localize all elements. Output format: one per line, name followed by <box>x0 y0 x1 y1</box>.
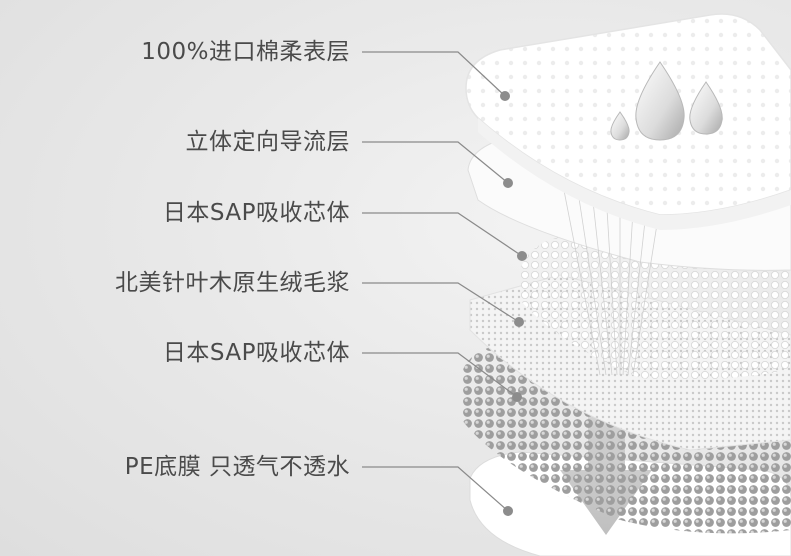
large-drop-icon <box>635 61 685 141</box>
marker-dot-sap-core-2 <box>512 392 522 402</box>
leader-line-pulp-layer <box>362 282 520 323</box>
marker-dot-pulp-layer <box>514 317 524 327</box>
leader-line-sap-core-1 <box>362 212 523 257</box>
top-sheet-layer <box>465 13 791 230</box>
leader-lines <box>362 51 523 512</box>
leader-line-top-sheet <box>362 51 506 97</box>
label-pe-backsheet: PE底膜 只透气不透水 <box>124 454 350 480</box>
sap-core-1-layer <box>520 235 791 381</box>
leader-line-sap-core-2 <box>362 352 518 398</box>
marker-dot-top-sheet <box>500 91 510 101</box>
medium-drop-icon <box>689 81 723 135</box>
label-sap-core-2: 日本SAP吸收芯体 <box>162 340 350 366</box>
water-drops <box>610 61 723 141</box>
marker-dot-pe-backsheet <box>503 506 513 516</box>
label-pulp-layer: 北美针叶木原生绒毛浆 <box>115 270 350 296</box>
label-sap-core-1: 日本SAP吸收芯体 <box>162 200 350 226</box>
label-top-sheet: 100%进口棉柔表层 <box>141 39 350 65</box>
leader-line-acquisition-layer <box>362 141 509 184</box>
marker-dots <box>500 91 527 516</box>
marker-dot-acquisition-layer <box>503 178 513 188</box>
marker-dot-sap-core-1 <box>517 251 527 261</box>
leader-line-pe-backsheet <box>362 466 509 512</box>
small-drop-icon <box>610 111 630 141</box>
label-acquisition-layer: 立体定向导流层 <box>185 129 350 155</box>
